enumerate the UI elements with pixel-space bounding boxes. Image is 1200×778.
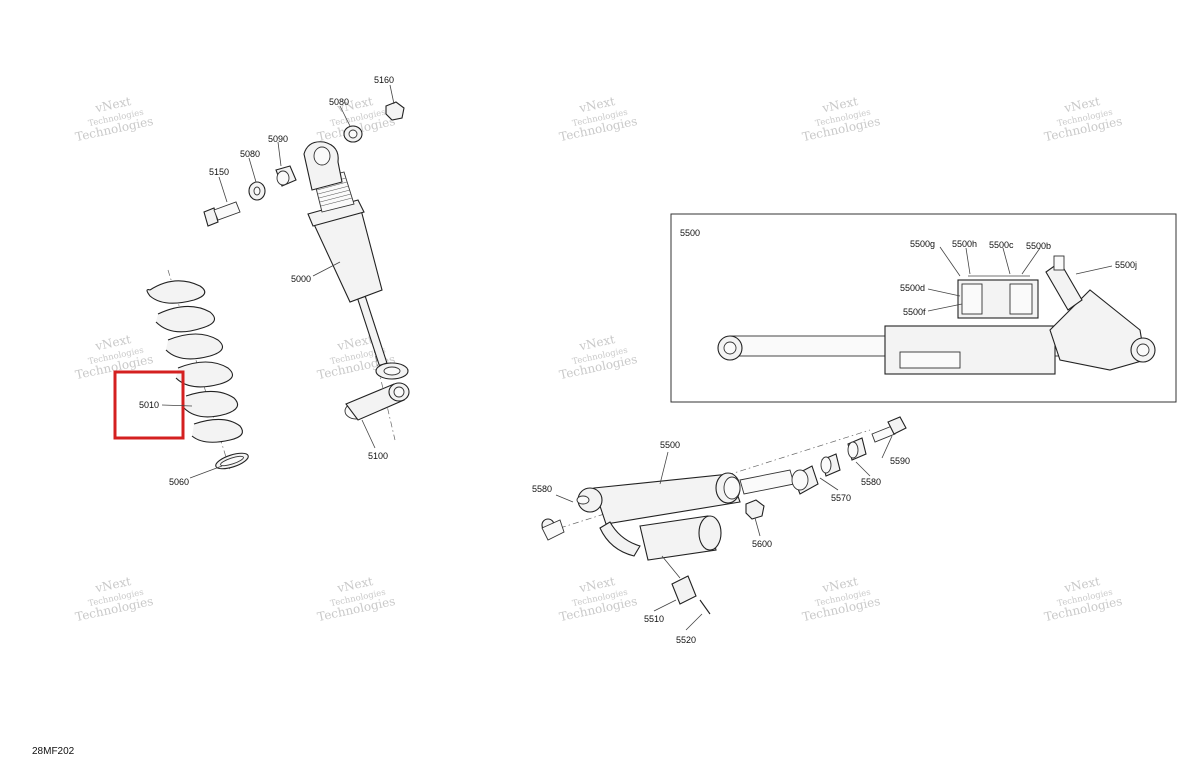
- callout-5600[interactable]: 5600: [752, 539, 772, 549]
- callout-5500c[interactable]: 5500c: [989, 240, 1014, 250]
- callout-labels: 5160 5080 5090 5080 5150 5000 5010 5060 …: [139, 75, 1137, 645]
- callout-5500d[interactable]: 5500d: [900, 283, 925, 293]
- bushing-5570[interactable]: [791, 465, 819, 495]
- bushing-5100[interactable]: [344, 382, 410, 421]
- spring-retainer-5060[interactable]: [214, 450, 250, 472]
- washer-5080[interactable]: [248, 181, 266, 201]
- callout-5570[interactable]: 5570: [831, 493, 851, 503]
- highlight-box: [113, 370, 185, 440]
- callout-5000[interactable]: 5000: [291, 274, 311, 284]
- callout-5080[interactable]: 5080: [240, 149, 260, 159]
- drawing-code: 28MF202: [32, 746, 75, 757]
- callout-5500g[interactable]: 5500g: [910, 239, 935, 249]
- spacer-5580-right[interactable]: [820, 437, 867, 477]
- callout-5590[interactable]: 5590: [890, 456, 910, 466]
- bolt-5150[interactable]: [203, 201, 241, 227]
- callout-5580-right[interactable]: 5580: [861, 477, 881, 487]
- callout-5010[interactable]: 5010: [139, 400, 159, 410]
- shock-absorber-5500[interactable]: [559, 429, 871, 561]
- valve-5510[interactable]: [661, 555, 697, 605]
- nut-5160[interactable]: [385, 101, 405, 121]
- callout-5080-top[interactable]: 5080: [329, 97, 349, 107]
- spacer-5090[interactable]: [275, 165, 297, 187]
- callout-5500f[interactable]: 5500f: [903, 307, 926, 317]
- screw-5520[interactable]: [699, 599, 711, 615]
- coil-spring-5010[interactable]: [146, 269, 243, 471]
- bolt-5590[interactable]: [871, 416, 907, 443]
- shock-absorber-5000[interactable]: [303, 141, 409, 441]
- callout-5500-inset[interactable]: 5500: [680, 228, 700, 238]
- bushing-5080-top[interactable]: [343, 125, 363, 143]
- callout-5500h[interactable]: 5500h: [952, 239, 977, 249]
- callout-5500j[interactable]: 5500j: [1115, 260, 1137, 270]
- callout-5150[interactable]: 5150: [209, 167, 229, 177]
- callout-5060[interactable]: 5060: [169, 477, 189, 487]
- callout-5500[interactable]: 5500: [660, 440, 680, 450]
- callout-5090[interactable]: 5090: [268, 134, 288, 144]
- detail-inset-5500: [670, 213, 1177, 403]
- leader-lines: [161, 84, 1113, 631]
- nut-5600[interactable]: [745, 499, 765, 520]
- callout-5520[interactable]: 5520: [676, 635, 696, 645]
- callout-5580-left[interactable]: 5580: [532, 484, 552, 494]
- callout-5100[interactable]: 5100: [368, 451, 388, 461]
- callout-5500b[interactable]: 5500b: [1026, 241, 1051, 251]
- callout-5510[interactable]: 5510: [644, 614, 664, 624]
- bushing-5580-left[interactable]: [541, 518, 565, 541]
- callout-5160[interactable]: 5160: [374, 75, 394, 85]
